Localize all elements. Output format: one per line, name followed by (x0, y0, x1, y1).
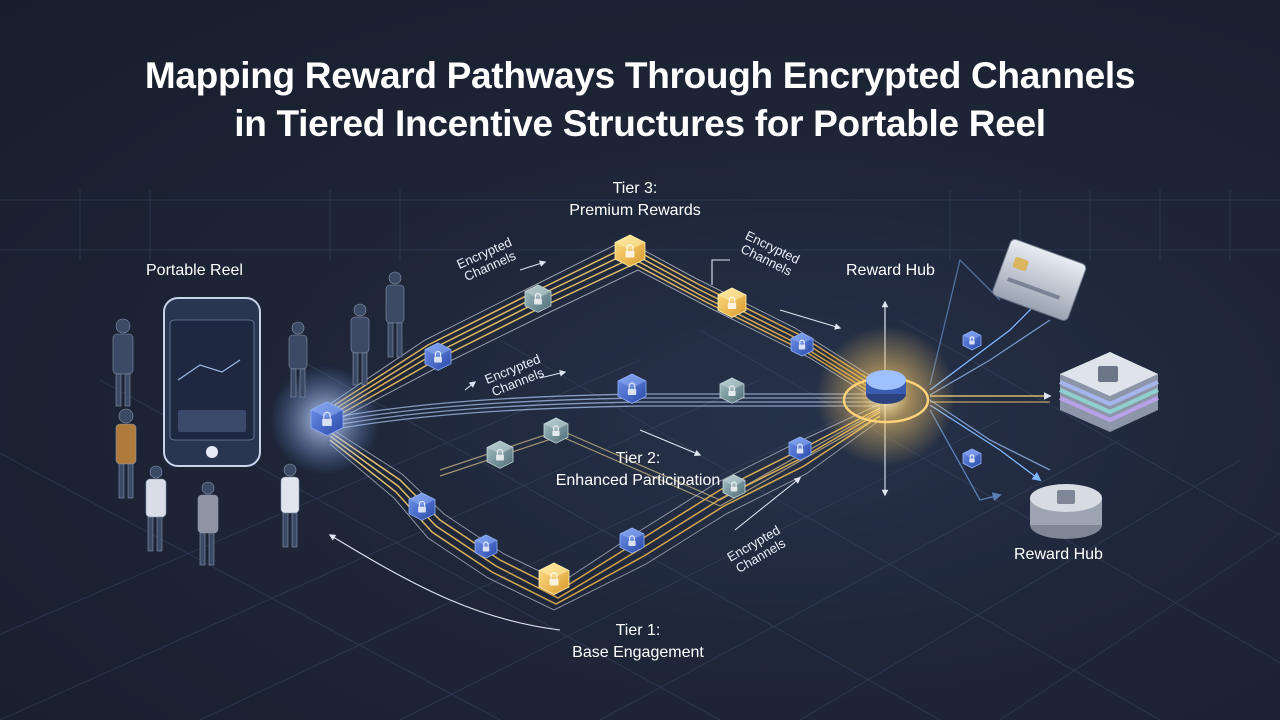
lock-icon (524, 284, 552, 313)
tier3-line2: Premium Rewards (569, 202, 701, 219)
portable-reel-label: Portable Reel (146, 262, 243, 279)
lock-icon (538, 562, 570, 595)
lock-icon (717, 287, 747, 318)
lock-icon (474, 534, 498, 559)
tier1-line1: Tier 1: (615, 622, 661, 639)
tier2-channel-lines (329, 393, 880, 431)
smartphone-icon (163, 297, 261, 467)
tier2-line1: Tier 2: (615, 450, 661, 467)
tier2-line2: Enhanced Participation (555, 472, 721, 489)
lock-icon (790, 332, 814, 357)
tier3-line1: Tier 3: (612, 180, 658, 197)
lock-icon (614, 234, 646, 267)
lock-icon (424, 342, 452, 371)
lock-icon (619, 527, 645, 554)
vault-stack-icon (1059, 352, 1159, 432)
lock-icon (617, 373, 647, 404)
tier3-white-lines (329, 239, 881, 425)
tier1-label: Tier 1: Base Engagement (563, 620, 713, 664)
title-line-2: in Tiered Incentive Structures for Porta… (234, 103, 1046, 144)
lock-icon (962, 330, 982, 351)
page-title: Mapping Reward Pathways Through Encrypte… (0, 52, 1280, 148)
tier1-line2: Base Engagement (572, 644, 704, 661)
tier3-label: Tier 3: Premium Rewards (560, 178, 710, 222)
people-group (112, 271, 405, 566)
credit-card-icon (992, 238, 1087, 321)
lock-icon (408, 492, 436, 521)
lock-icon (310, 401, 344, 437)
reward-hub-core (866, 370, 906, 404)
lock-icon (486, 440, 514, 469)
lock-icon (722, 474, 746, 499)
coin-stack-icon (1030, 484, 1102, 539)
tier2-label: Tier 2: Enhanced Participation (548, 448, 728, 492)
lock-icon (788, 436, 812, 461)
lock-icon (962, 448, 982, 469)
lock-icon (719, 377, 745, 404)
lock-icon (543, 417, 569, 444)
lock-nodes (310, 234, 982, 595)
title-line-1: Mapping Reward Pathways Through Encrypte… (144, 55, 1136, 96)
reward-hub-bottom-label: Reward Hub (1014, 546, 1103, 563)
reward-hub-top-label: Reward Hub (846, 262, 935, 279)
